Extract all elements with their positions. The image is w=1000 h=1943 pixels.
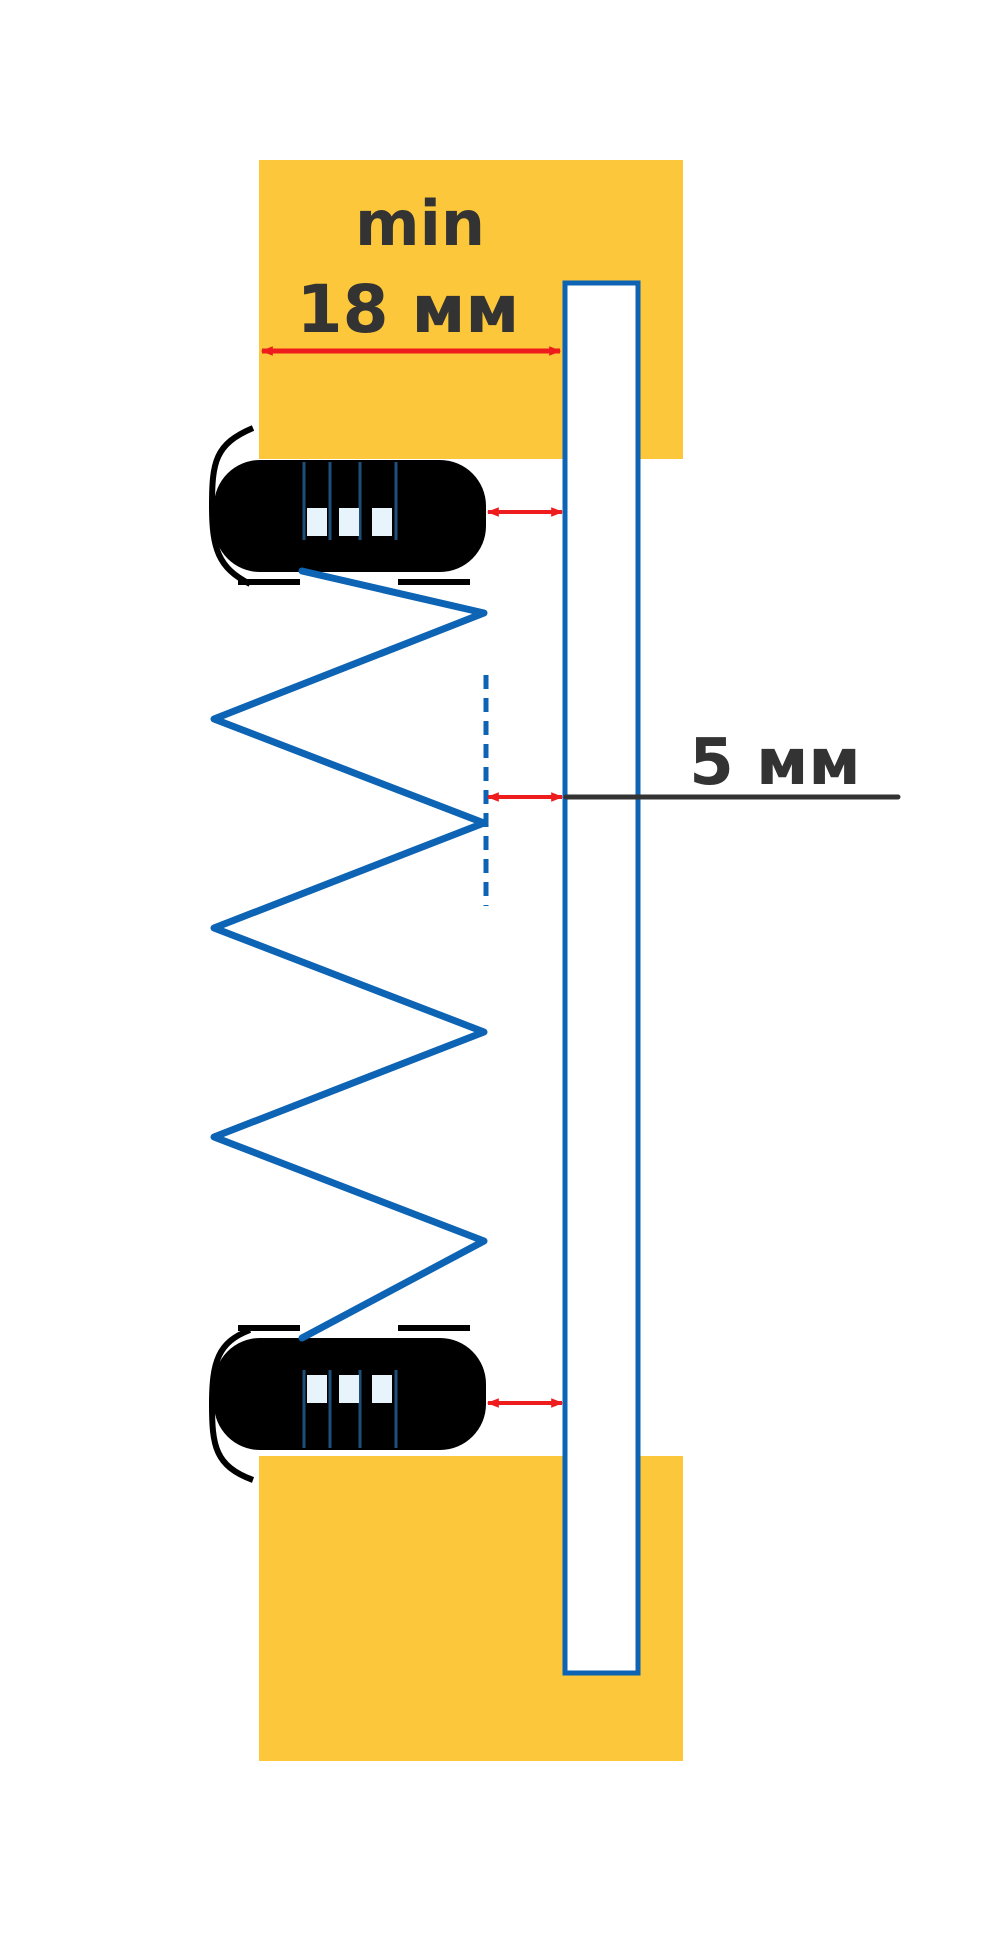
top-roller-icon <box>208 425 486 587</box>
width-label: 18 мм <box>297 271 520 348</box>
bottom-roller-icon <box>208 1325 486 1483</box>
spring-zigzag <box>210 567 488 1342</box>
min-label: min <box>355 187 485 260</box>
gap-label: 5 мм <box>689 726 860 800</box>
glass-panel <box>562 280 641 1676</box>
